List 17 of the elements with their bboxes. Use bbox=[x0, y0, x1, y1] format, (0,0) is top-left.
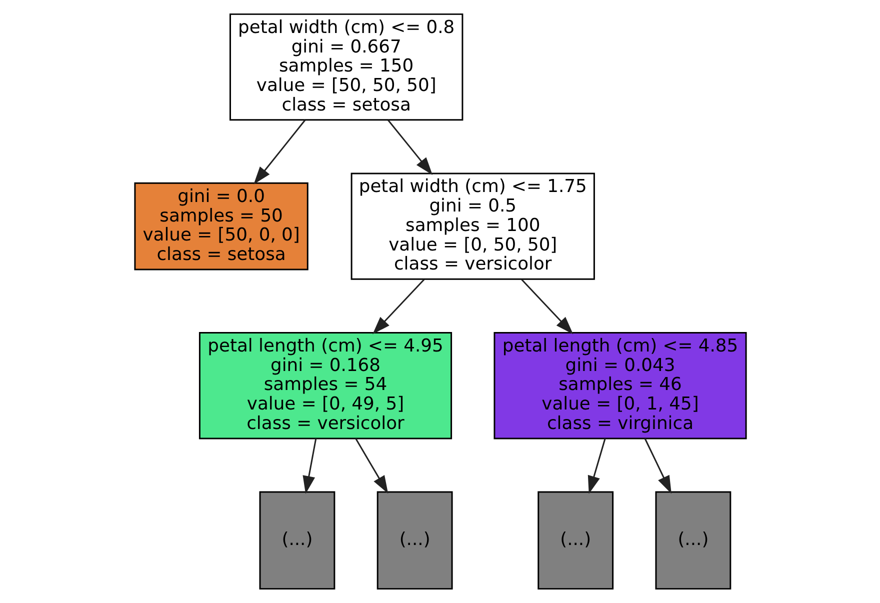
node-box: (...) bbox=[537, 491, 614, 590]
node-box: (...) bbox=[258, 491, 335, 590]
node-box: petal width (cm) <= 0.8 gini = 0.667 samples = 150 value = [50, 50, 50] class = setosa bbox=[228, 13, 463, 121]
arrow bbox=[354, 438, 388, 494]
arrow bbox=[520, 278, 573, 334]
arrow bbox=[302, 438, 316, 494]
node-box: (...) bbox=[654, 491, 731, 590]
arrow bbox=[644, 438, 671, 494]
arrow bbox=[587, 438, 606, 494]
arrow bbox=[253, 120, 306, 184]
node-box: petal length (cm) <= 4.85 gini = 0.043 samples = 46 value = [0, 1, 45] class = virginica bbox=[493, 332, 746, 440]
node-box: petal width (cm) <= 1.75 gini = 0.5 samples = 100 value = [0, 50, 50] class = versicolor bbox=[350, 172, 594, 280]
arrow bbox=[372, 278, 424, 334]
arrow bbox=[387, 120, 432, 176]
node-box: petal length (cm) <= 4.95 gini = 0.168 samples = 54 value = [0, 49, 5] class = versicolor bbox=[198, 332, 452, 440]
node-box: gini = 0.0 samples = 50 value = [50, 0, 0] class = setosa bbox=[134, 182, 308, 270]
node-box: (...) bbox=[376, 491, 452, 590]
